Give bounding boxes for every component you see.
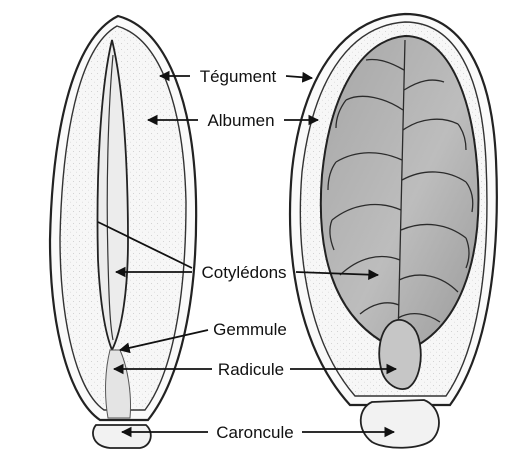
right-caroncule <box>361 400 439 448</box>
left-seed <box>50 16 196 448</box>
label-tegument: Tégument <box>200 67 277 86</box>
label-radicule: Radicule <box>218 360 284 379</box>
right-radicle <box>379 320 421 389</box>
right-seed <box>290 14 497 448</box>
label-cotyledons: Cotylédons <box>201 263 286 282</box>
tegument-arrow-right <box>286 76 312 78</box>
label-caroncule: Caroncule <box>216 423 294 442</box>
label-albumen: Albumen <box>207 111 274 130</box>
label-gemmule: Gemmule <box>213 320 287 339</box>
labels: Tégument Albumen Cotylédons Gemmule Radi… <box>200 67 294 442</box>
left-caroncule <box>93 425 151 448</box>
